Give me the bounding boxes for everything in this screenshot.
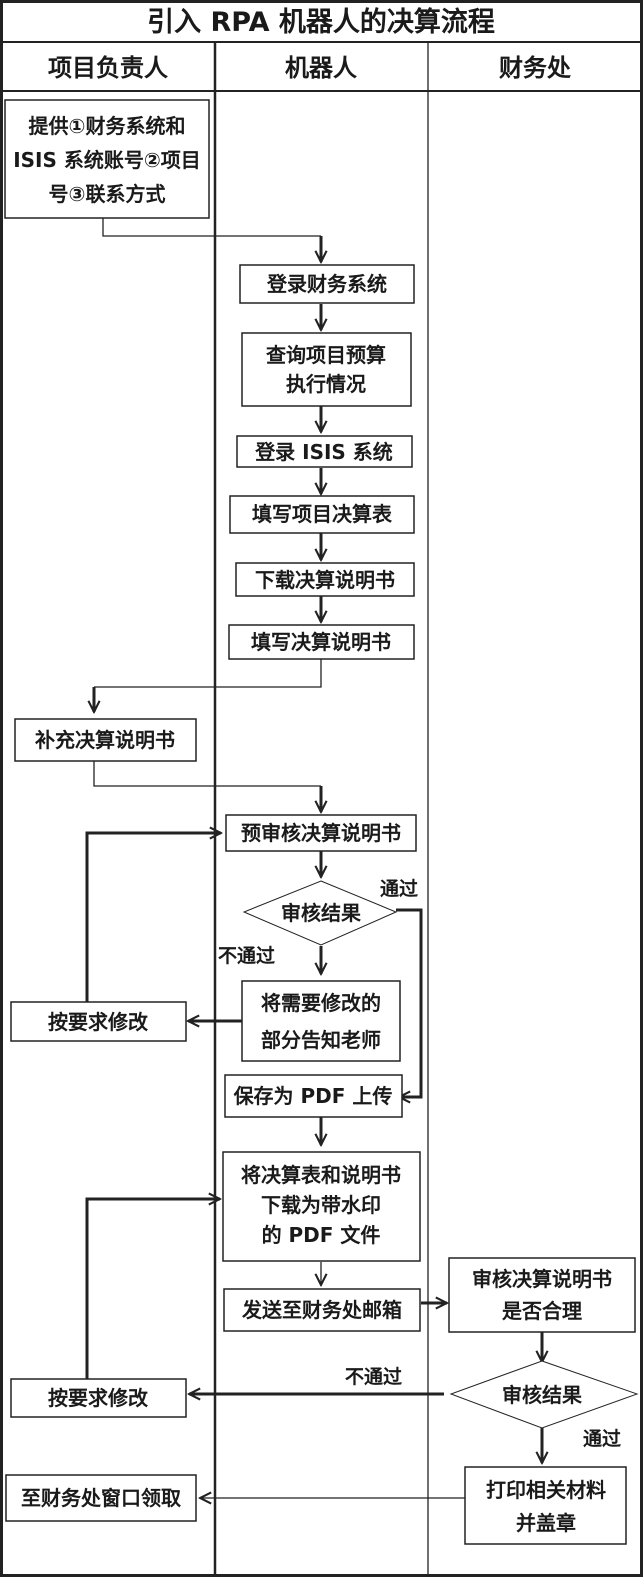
node-text: 提供①财务系统和 bbox=[29, 114, 186, 138]
node-text: 至财务处窗口领取 bbox=[21, 1486, 181, 1510]
node-text: 是否合理 bbox=[501, 1299, 582, 1323]
node-text: 将需要修改的 bbox=[261, 991, 381, 1015]
node-modify-2: 按要求修改 bbox=[10, 1378, 187, 1418]
node-modify-1: 按要求修改 bbox=[10, 1001, 187, 1042]
node-notify-teacher: 将需要修改的 部分告知老师 bbox=[241, 980, 401, 1062]
node-query-budget: 查询项目预算 执行情况 bbox=[241, 332, 412, 407]
node-text: 填写项目决算表 bbox=[252, 502, 393, 526]
node-text: 填写决算说明书 bbox=[251, 630, 391, 654]
lane-header-finance: 财务处 bbox=[499, 54, 571, 82]
node-text: 审核决算说明书 bbox=[472, 1267, 612, 1291]
connector-provide-to-login bbox=[102, 218, 321, 237]
node-fill-doc: 填写决算说明书 bbox=[228, 624, 415, 660]
node-provide-info: 提供①财务系统和 ISIS 系统账号②项目 号③联系方式 bbox=[4, 99, 210, 219]
node-print-stamp: 打印相关材料 并盖章 bbox=[464, 1466, 627, 1545]
node-text: 按要求修改 bbox=[48, 1010, 149, 1034]
node-review-result-1: 审核结果 bbox=[242, 880, 398, 946]
lane-header-robot: 机器人 bbox=[285, 54, 357, 82]
edge-label-fail-1: 不通过 bbox=[218, 945, 275, 967]
node-text: 部分告知老师 bbox=[261, 1028, 381, 1052]
node-text: 按要求修改 bbox=[48, 1386, 149, 1410]
node-fill-table: 填写项目决算表 bbox=[229, 495, 415, 534]
node-finance-review: 审核决算说明书 是否合理 bbox=[448, 1257, 636, 1333]
arrow-modify1-to-prereview bbox=[85, 833, 221, 1003]
node-text: 下载决算说明书 bbox=[255, 568, 395, 592]
node-text: 登录 ISIS 系统 bbox=[254, 440, 393, 464]
node-text: 下载为带水印 bbox=[261, 1193, 381, 1217]
arrow-modify2-to-download-watermark bbox=[85, 1199, 220, 1380]
node-supplement-doc: 补充决算说明书 bbox=[14, 718, 197, 762]
node-download-watermark: 将决算表和说明书 下载为带水印 的 PDF 文件 bbox=[222, 1151, 421, 1262]
node-text: 将决算表和说明书 bbox=[241, 1163, 401, 1187]
node-text: 号③联系方式 bbox=[49, 182, 166, 206]
arrow-pass-to-save-pdf bbox=[396, 908, 423, 1097]
node-text: 预审核决算说明书 bbox=[241, 821, 401, 845]
node-text: 的 PDF 文件 bbox=[262, 1223, 381, 1247]
node-pre-review: 预审核决算说明书 bbox=[225, 814, 417, 852]
node-text: 保存为 PDF 上传 bbox=[233, 1084, 393, 1108]
node-login-isis: 登录 ISIS 系统 bbox=[236, 435, 413, 468]
edge-label-pass-2: 通过 bbox=[583, 1428, 621, 1450]
edge-label-fail-2: 不通过 bbox=[345, 1366, 402, 1388]
node-login-finance: 登录财务系统 bbox=[239, 264, 415, 304]
node-text: 登录财务系统 bbox=[266, 272, 387, 296]
node-text: ISIS 系统账号②项目 bbox=[13, 148, 201, 172]
node-text: 打印相关材料 bbox=[486, 1478, 606, 1502]
node-text: 执行情况 bbox=[286, 372, 366, 396]
lane-header-project-lead: 项目负责人 bbox=[48, 54, 168, 82]
node-text: 并盖章 bbox=[516, 1511, 576, 1535]
node-collect: 至财务处窗口领取 bbox=[5, 1474, 197, 1522]
diagram-title: 引入 RPA 机器人的决算流程 bbox=[147, 6, 495, 38]
node-download-doc: 下载决算说明书 bbox=[235, 562, 415, 597]
node-save-pdf: 保存为 PDF 上传 bbox=[224, 1074, 403, 1118]
node-text: 审核结果 bbox=[281, 901, 361, 925]
edge-label-pass-1: 通过 bbox=[380, 878, 418, 900]
node-text: 补充决算说明书 bbox=[34, 728, 175, 752]
node-send-email: 发送至财务处邮箱 bbox=[223, 1288, 421, 1332]
node-text: 查询项目预算 bbox=[266, 343, 386, 367]
node-text: 审核结果 bbox=[502, 1383, 582, 1407]
node-review-result-2: 审核结果 bbox=[449, 1360, 639, 1429]
connector-supplement-to-prereview bbox=[93, 756, 321, 787]
connector-fill-to-supplement bbox=[94, 659, 322, 688]
node-text: 发送至财务处邮箱 bbox=[241, 1298, 402, 1322]
connectors bbox=[85, 218, 542, 1498]
